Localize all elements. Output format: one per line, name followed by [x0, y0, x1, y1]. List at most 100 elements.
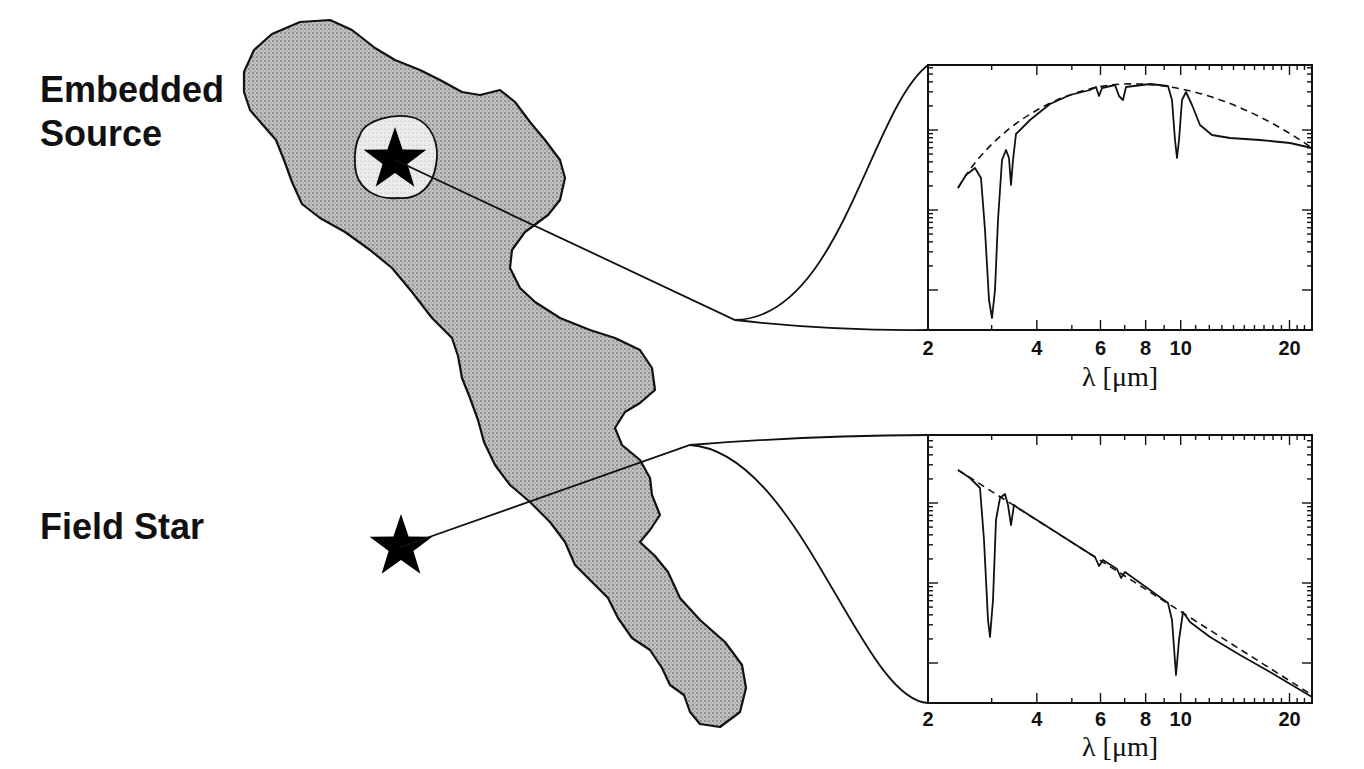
tick-mark — [1296, 435, 1297, 440]
tick-mark — [1281, 435, 1282, 440]
leader-line — [735, 65, 928, 320]
tick-mark — [1233, 435, 1234, 440]
tick-mark — [928, 213, 933, 214]
tick-mark — [1272, 65, 1273, 70]
tick-mark — [1180, 435, 1181, 445]
tick-mark — [1272, 325, 1273, 330]
tick-mark — [1263, 325, 1264, 330]
tick-mark — [1281, 698, 1282, 703]
label-holder: 6 — [1095, 708, 1106, 730]
tick-mark — [928, 227, 933, 228]
tick-mark — [1307, 73, 1312, 74]
source-label: Embedded Source — [40, 68, 280, 156]
tick-mark — [1307, 558, 1312, 559]
label-holder: 4 — [1031, 337, 1042, 359]
tick-mark — [1036, 693, 1037, 703]
tick-mark — [928, 600, 933, 601]
tick-mark — [928, 289, 938, 290]
tick-mark — [928, 520, 933, 521]
tick-mark — [928, 129, 938, 130]
tick-mark — [1307, 222, 1312, 223]
tick-mark — [1100, 65, 1101, 75]
tick-mark — [1307, 233, 1312, 234]
tick-mark — [1244, 325, 1245, 330]
tick-mark — [1100, 435, 1101, 445]
tick-mark — [1263, 698, 1264, 703]
tick-mark — [928, 582, 938, 583]
tick-mark — [1163, 698, 1164, 703]
label-holder: Field Star — [40, 505, 280, 549]
tick-mark — [1221, 698, 1222, 703]
tick-mark — [1307, 614, 1312, 615]
tick-mark — [1209, 325, 1210, 330]
tick-mark — [1100, 320, 1101, 330]
tick-mark — [928, 185, 933, 186]
tick-mark — [1209, 65, 1210, 70]
tick-mark — [1307, 534, 1312, 535]
tick-mark — [1254, 435, 1255, 440]
tick-mark — [1163, 435, 1164, 440]
tick-mark — [1302, 289, 1312, 290]
tick-label: 6 — [1095, 708, 1106, 730]
tick-mark — [1244, 698, 1245, 703]
tick-mark — [991, 65, 992, 70]
tick-mark — [1071, 698, 1072, 703]
spectrum-curve — [958, 84, 1312, 318]
tick-mark — [928, 506, 933, 507]
tick-mark — [1302, 582, 1312, 583]
tick-mark — [1307, 624, 1312, 625]
tick-mark — [1281, 325, 1282, 330]
tick-mark — [928, 153, 933, 154]
tick-mark — [1071, 435, 1072, 440]
tick-mark — [928, 534, 933, 535]
label-holder: 8 — [1140, 708, 1151, 730]
tick-mark — [1307, 440, 1312, 441]
tick-mark — [1307, 67, 1312, 68]
tick-mark — [1209, 435, 1210, 440]
label-holder: 8 — [1140, 337, 1151, 359]
tick-label: 10 — [1170, 337, 1192, 359]
tick-mark — [928, 133, 933, 134]
tick-mark — [928, 265, 933, 266]
tick-mark — [1195, 325, 1196, 330]
tick-mark — [1163, 65, 1164, 70]
tick-label: 2 — [922, 708, 933, 730]
tick-mark — [1180, 693, 1181, 703]
tick-mark — [1124, 435, 1125, 440]
tick-mark — [1296, 698, 1297, 703]
tick-mark — [1180, 65, 1181, 75]
tick-mark — [1302, 502, 1312, 503]
label-holder: λ [μm] — [1082, 362, 1158, 392]
tick-mark — [1304, 698, 1305, 703]
tick-mark — [928, 590, 933, 591]
tick-mark — [1307, 638, 1312, 639]
tick-mark — [928, 137, 933, 138]
tick-mark — [928, 171, 933, 172]
tick-mark — [1272, 435, 1273, 440]
tick-mark — [1307, 478, 1312, 479]
tick-label: 4 — [1031, 708, 1042, 730]
tick-mark — [1307, 510, 1312, 511]
plot-frame — [928, 435, 1312, 703]
tick-mark — [928, 526, 933, 527]
tick-mark — [1145, 65, 1146, 75]
tick-mark — [1302, 129, 1312, 130]
tick-mark — [1036, 435, 1037, 445]
tick-mark — [928, 241, 933, 242]
tick-mark — [928, 606, 933, 607]
star-symbol — [370, 514, 433, 574]
tick-mark — [928, 233, 933, 234]
tick-mark — [1307, 464, 1312, 465]
tick-mark — [928, 217, 933, 218]
tick-mark — [1163, 325, 1164, 330]
tick-mark — [1100, 693, 1101, 703]
tick-mark — [928, 91, 933, 92]
tick-mark — [928, 222, 933, 223]
tick-label: 20 — [1278, 708, 1300, 730]
tick-mark — [1289, 435, 1290, 445]
tick-mark — [1307, 590, 1312, 591]
tick-label: 8 — [1140, 337, 1151, 359]
cavity — [355, 116, 437, 198]
tick-mark — [928, 478, 933, 479]
